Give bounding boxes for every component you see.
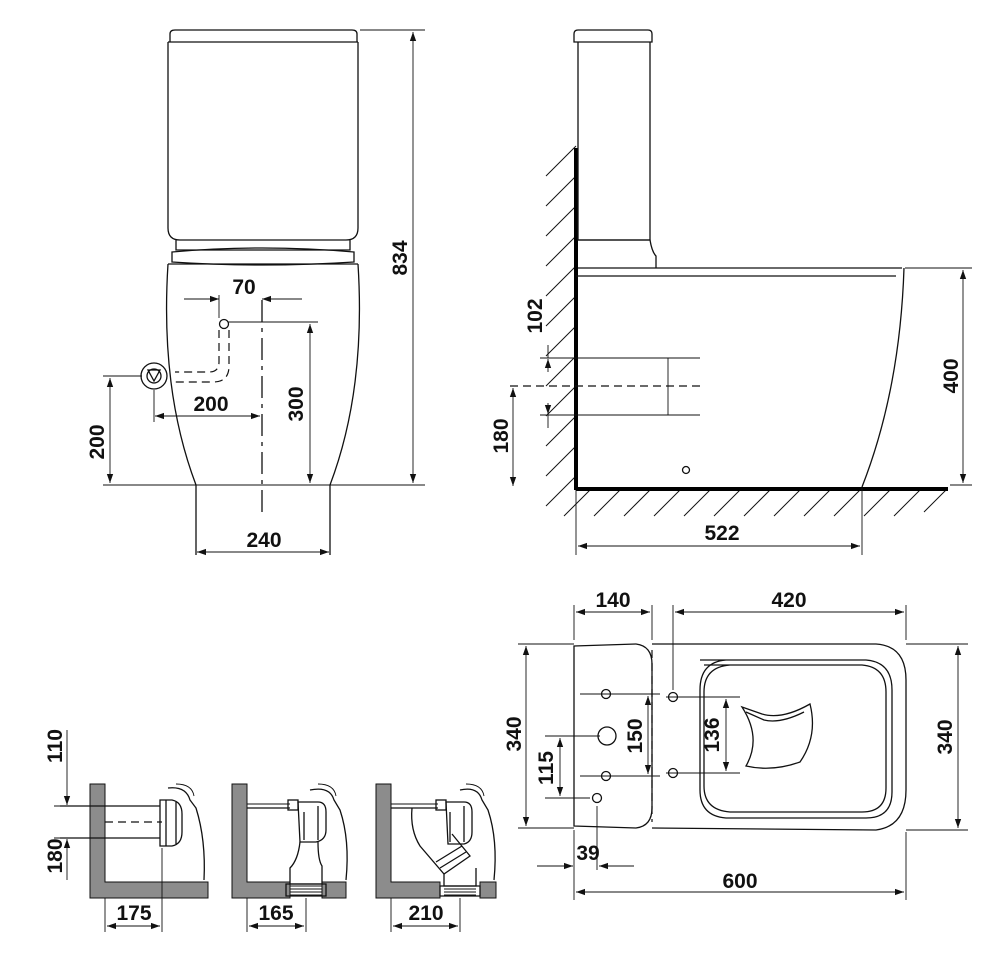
bowl-left-profile [165, 263, 197, 486]
dim-165: 165 [258, 902, 293, 925]
dim-834: 834 [389, 240, 412, 275]
wall-floor-section [89, 783, 209, 899]
flush-button-hole-icon [597, 726, 617, 746]
dim-110: 110 [44, 729, 67, 763]
dim-150: 150 [624, 718, 647, 753]
dim-420: 420 [771, 589, 806, 612]
side-bowl-profile [861, 267, 905, 488]
dim-70: 70 [232, 276, 255, 299]
dim-136: 136 [701, 717, 724, 752]
dim-175: 175 [116, 902, 151, 925]
top-bowl-opening [740, 703, 814, 769]
dim-102: 102 [524, 298, 547, 333]
dim-180-side: 180 [490, 418, 513, 453]
dim-240: 240 [246, 529, 281, 552]
dim-210: 210 [408, 902, 443, 925]
dim-140: 140 [595, 589, 630, 612]
wall-floor-section [231, 783, 291, 899]
outlet-connector [159, 799, 183, 847]
front-view: 70 300 200 200 240 834 [86, 29, 425, 556]
outlet-config-horizontal: 110 180 175 [44, 729, 209, 932]
inlet-port [218, 318, 230, 330]
floor-outlet-pipe [289, 841, 323, 885]
outlet-config-angled: 210 [375, 783, 497, 932]
tank-lid [169, 29, 358, 42]
dim-300: 300 [285, 386, 308, 421]
valve-icon [140, 362, 168, 390]
top-bowl-outline [651, 643, 907, 831]
outlet-config-vertical: 165 [231, 783, 348, 932]
hole-icon [591, 792, 603, 804]
angled-outlet-pipe [411, 807, 471, 875]
bowl-right-profile [329, 263, 361, 486]
dim-180-outlet: 180 [44, 838, 67, 873]
wall-hatch [545, 145, 577, 507]
dim-340-left: 340 [503, 716, 526, 751]
tank-base [175, 240, 351, 251]
dim-200-vertical: 200 [86, 424, 109, 459]
side-view: 102 180 400 522 [490, 29, 972, 555]
cistern-tank [167, 42, 359, 241]
dim-600: 600 [722, 870, 757, 893]
side-tank-lid [573, 29, 653, 43]
dim-522: 522 [704, 522, 739, 545]
floor-hatch [563, 489, 947, 517]
dim-115: 115 [535, 751, 558, 785]
dim-340-right: 340 [934, 719, 957, 754]
dim-200-horizontal: 200 [193, 393, 228, 416]
side-tank [577, 42, 651, 241]
top-view: 140 420 340 340 115 150 136 39 600 [503, 589, 968, 900]
dim-39: 39 [576, 842, 599, 865]
wall-floor-section [375, 783, 441, 899]
dim-400: 400 [940, 358, 963, 393]
top-seat-ring [699, 659, 893, 819]
